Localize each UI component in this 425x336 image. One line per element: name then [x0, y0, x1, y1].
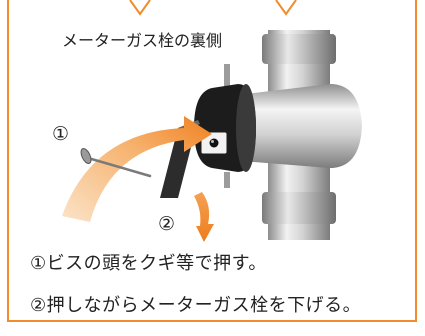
screw-head	[209, 138, 219, 148]
rod-top	[224, 64, 230, 90]
arrow-curved-icon	[62, 116, 212, 222]
nail-icon	[80, 148, 152, 178]
diagram-title: メーターガス栓の裏側	[62, 31, 222, 50]
screw-highlight	[211, 140, 214, 143]
pipe-ring-top	[262, 34, 336, 64]
frame-notch-right	[275, 0, 297, 16]
caption-step-1: ①ビスの頭をクギ等で押す。	[30, 253, 267, 274]
collar-edge	[236, 84, 256, 172]
marker-1: ①	[52, 123, 69, 145]
body-end-cap	[300, 84, 360, 168]
frame-border	[7, 0, 417, 322]
marker-2: ②	[158, 213, 175, 235]
frame-notch-left	[129, 0, 151, 16]
pipe-ring-bottom	[262, 192, 336, 224]
caption-step-2: ②押しながらメーターガス栓を下げる。	[30, 295, 362, 316]
arrow-down-icon	[194, 192, 214, 242]
rod-bottom	[224, 172, 230, 188]
